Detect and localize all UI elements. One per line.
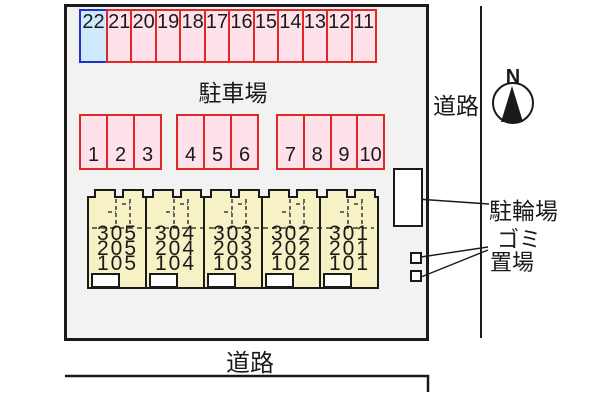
parking-space-number: 12: [328, 11, 351, 33]
parking-space-number: 1: [87, 144, 100, 166]
compass-north-label: N: [506, 66, 520, 88]
parking-lot-label: 駐車場: [198, 80, 268, 106]
room-number: 202: [270, 236, 313, 260]
parking-space-number: 18: [181, 11, 204, 33]
parking-space-number: 20: [132, 11, 155, 33]
parking-space-10: 10: [356, 114, 385, 170]
road-label-right: 道路: [433, 93, 479, 119]
garbage-pointer-line-2: [420, 249, 489, 278]
parking-space-number: 15: [254, 11, 278, 33]
parking-space-number: 3: [141, 144, 154, 166]
room-number: 102: [270, 251, 313, 275]
road-label-bottom: 道路: [226, 350, 274, 377]
parking-space-number: 16: [230, 11, 253, 33]
parking-space-16: 16: [228, 9, 255, 63]
right-road-edge-line: [480, 6, 482, 338]
parking-space-22: 22: [79, 9, 108, 63]
bicycle-parking-area: [393, 168, 423, 227]
parking-space-number: 22: [82, 11, 105, 33]
parking-space-number: 17: [205, 11, 229, 33]
garbage-label-line2: 置場: [490, 250, 535, 275]
parking-space-7: 7: [276, 114, 305, 170]
parking-space-14: 14: [277, 9, 304, 63]
parking-space-number: 14: [279, 11, 302, 33]
garbage-bin-2: [410, 270, 422, 282]
bottom-road-line: [65, 374, 430, 392]
garbage-bin-1: [410, 252, 422, 264]
parking-space-number: 13: [303, 11, 326, 33]
parking-space-number: 19: [157, 11, 180, 33]
compass-needle: [501, 86, 523, 122]
room-number: 301: [328, 222, 371, 245]
parking-space-number: 8: [311, 144, 323, 166]
parking-space-5: 5: [203, 114, 232, 170]
room-number: 205: [96, 236, 139, 260]
room-number: 304: [154, 222, 197, 245]
parking-space-number: 4: [184, 144, 197, 166]
room-number: 203: [212, 236, 255, 260]
garbage-label-line1: ゴミ: [497, 227, 542, 252]
compass-icon: N: [492, 66, 534, 124]
parking-space-4: 4: [176, 114, 205, 170]
room-number: 302: [270, 222, 313, 245]
room-number: 303: [212, 222, 255, 245]
parking-space-number: 21: [108, 11, 131, 33]
parking-space-15: 15: [252, 9, 280, 63]
parking-space-number: 6: [238, 144, 251, 166]
parking-space-8: 8: [302, 114, 332, 170]
parking-space-6: 6: [230, 114, 259, 170]
bicycle-parking-label: 駐輪場: [489, 198, 558, 224]
room-number: 105: [96, 251, 139, 275]
parking-space-number: 2: [114, 144, 127, 166]
parking-space-number: 10: [359, 144, 382, 166]
parking-space-21: 21: [106, 9, 133, 63]
room-number: 103: [212, 251, 255, 275]
garbage-area-label: ゴミ 置場: [490, 228, 541, 274]
parking-space-number: 7: [284, 144, 296, 166]
room-number: 101: [328, 251, 371, 275]
parking-space-3: 3: [133, 114, 162, 170]
room-number: 305: [96, 222, 139, 245]
parking-space-number: 11: [353, 11, 375, 33]
parking-space-13: 13: [301, 9, 329, 63]
parking-space-number: 9: [338, 144, 350, 166]
parking-space-18: 18: [179, 9, 206, 63]
parking-space-11: 11: [350, 9, 377, 63]
parking-space-1: 1: [79, 114, 108, 170]
parking-space-2: 2: [106, 114, 135, 170]
parking-space-number: 5: [211, 144, 224, 166]
room-number: 104: [154, 251, 197, 275]
room-number: 201: [328, 236, 371, 260]
parking-space-19: 19: [154, 9, 182, 63]
garbage-pointer-line-1: [420, 246, 489, 258]
parking-space-17: 17: [203, 9, 231, 63]
room-number: 204: [154, 236, 197, 260]
parking-space-9: 9: [329, 114, 359, 170]
parking-space-20: 20: [130, 9, 157, 63]
parking-space-12: 12: [326, 9, 353, 63]
